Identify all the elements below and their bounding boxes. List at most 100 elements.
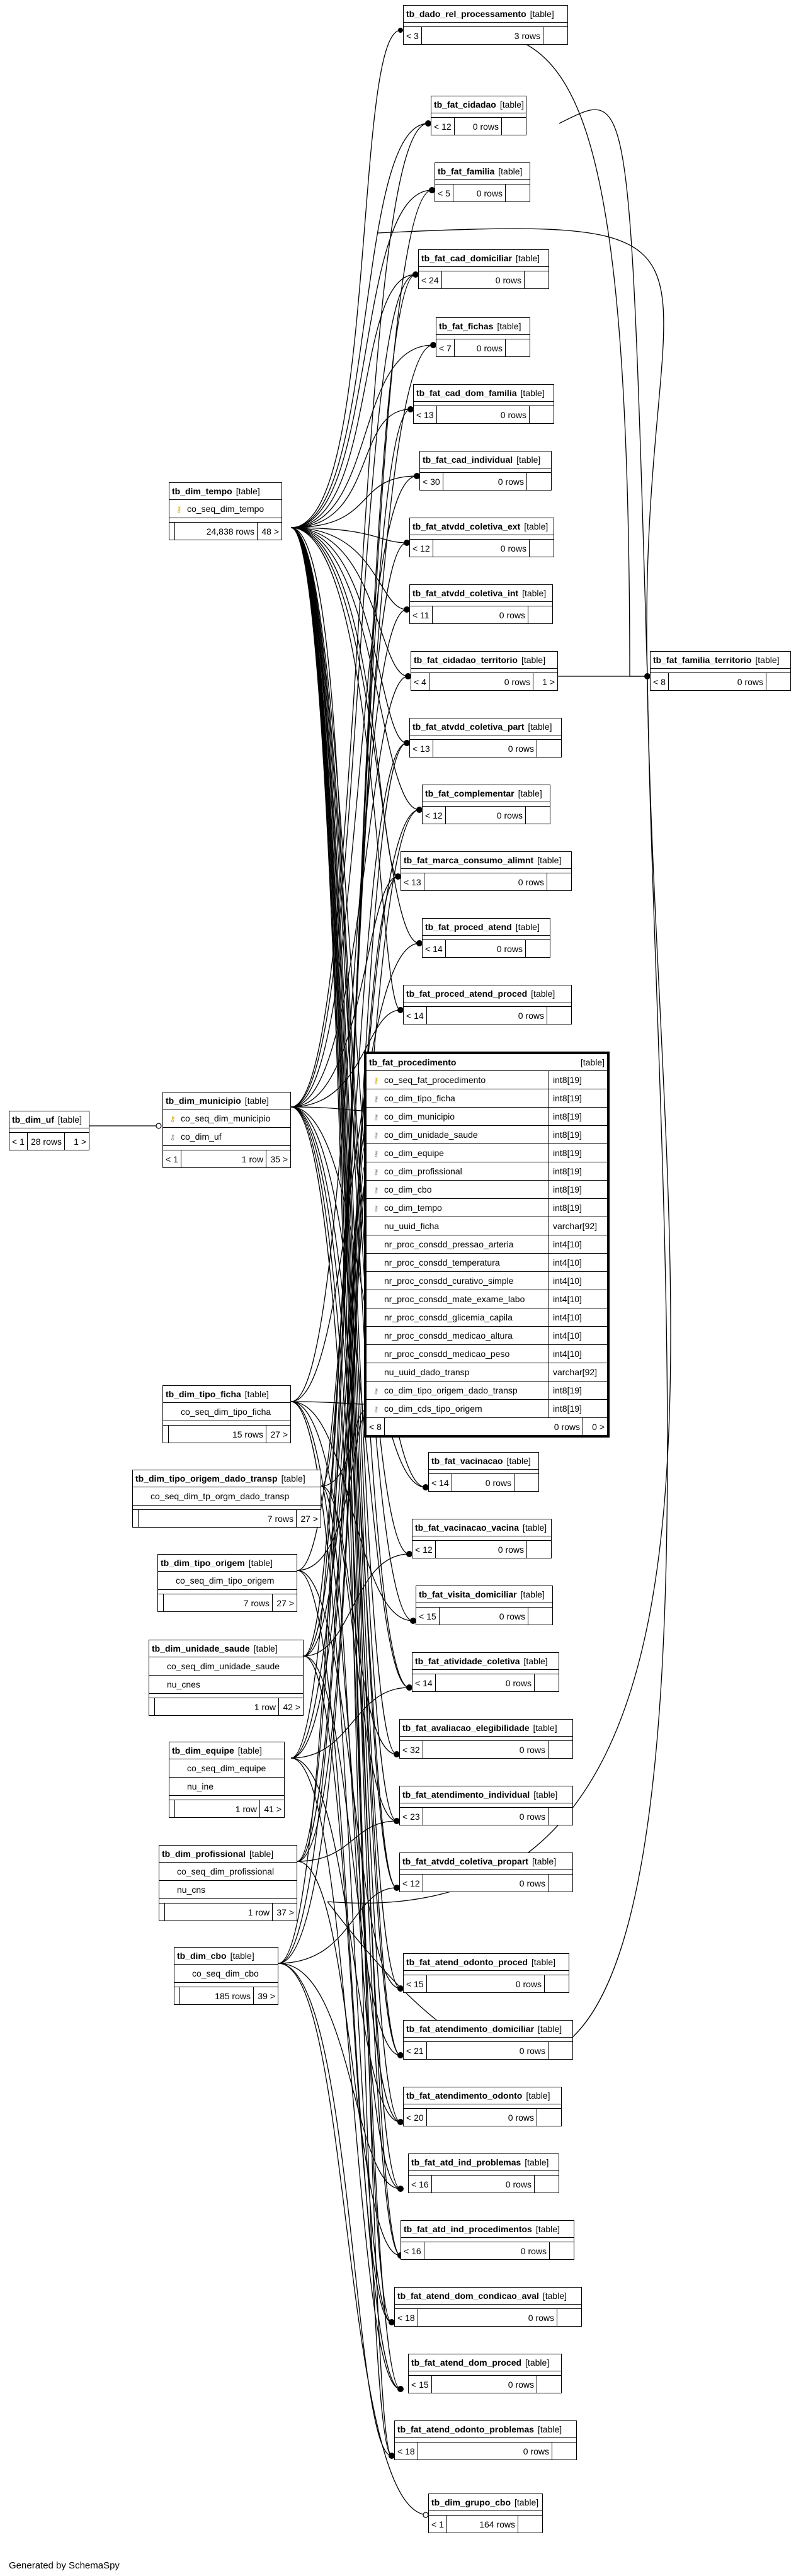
table-tb-dim-municipio[interactable]: tb_dim_municipio[table] ⚷co_seq_dim_muni…: [162, 1092, 291, 1168]
children-count: < 1: [429, 2516, 447, 2533]
table-tb-fat-atend-dom-condicao-aval[interactable]: tb_fat_atend_dom_condicao_aval[table] < …: [394, 2287, 582, 2327]
relationship-line: [290, 409, 411, 528]
table-kind: [table]: [518, 788, 542, 798]
relationship-line: [303, 1553, 410, 1657]
table-tb-dim-tipo-ficha[interactable]: tb_dim_tipo_ficha[table] co_seq_dim_tipo…: [162, 1385, 291, 1443]
column-type: int8[19]: [549, 1400, 607, 1417]
children-count: < 14: [412, 1674, 436, 1691]
children-count: < 7: [436, 339, 455, 356]
foreign-key-icon: ⚷: [169, 1132, 176, 1142]
parents-count: 41 >: [264, 1803, 281, 1814]
table-tb-dim-profissional[interactable]: tb_dim_profissional[table] co_seq_dim_pr…: [159, 1845, 297, 1921]
table-tb-fat-atendimento-domiciliar[interactable]: tb_fat_atendimento_domiciliar[table] < 2…: [403, 2020, 573, 2060]
table-tb-fat-atend-odonto-problemas[interactable]: tb_fat_atend_odonto_problemas[table] < 1…: [394, 2420, 577, 2460]
relationship-line: [290, 1009, 401, 1108]
table-tb-fat-atendimento-individual[interactable]: tb_fat_atendimento_individual[table] < 2…: [399, 1786, 573, 1825]
table-tb-fat-procedimento[interactable]: tb_fat_procedimento[table] ⚷co_seq_fat_p…: [364, 1052, 610, 1438]
table-tb-dim-cbo[interactable]: tb_dim_cbo[table] co_seq_dim_cbo 185 row…: [174, 1947, 278, 2005]
column-type: int4[10]: [549, 1345, 607, 1363]
relationship-end-marker: [423, 1484, 429, 1490]
table-kind: [table]: [248, 1558, 273, 1568]
relationship-end-marker: [429, 187, 435, 193]
table-kind: [table]: [515, 922, 540, 932]
column-type: int4[10]: [549, 1254, 607, 1271]
table-name: tb_fat_atendimento_domiciliar: [406, 2024, 535, 2034]
row-count: 1 row: [175, 1800, 260, 1817]
relationship-line: [278, 274, 416, 1964]
relationship-line: [290, 527, 407, 543]
column-row: ⚷co_seq_dim_municipio: [163, 1109, 290, 1128]
table-name: tb_dim_grupo_cbo: [431, 2497, 511, 2507]
column-row: co_seq_dim_unidade_saude: [149, 1657, 303, 1676]
children-count: < 3: [404, 27, 422, 44]
table-name: tb_fat_atd_ind_procedimentos: [404, 2224, 532, 2234]
parents-count: [549, 2042, 572, 2059]
table-tb-dim-tipo-origem[interactable]: tb_dim_tipo_origem[table] co_seq_dim_tip…: [157, 1554, 297, 1612]
parents-count: [552, 2443, 576, 2460]
column-row: co_seq_dim_tipo_ficha: [163, 1403, 290, 1421]
children-count: < 18: [395, 2309, 418, 2326]
relationship-line: [290, 123, 429, 528]
relationship-end-marker: [404, 540, 410, 546]
relationship-end-marker: [394, 1751, 400, 1757]
table-kind: [table]: [530, 9, 554, 19]
parents-count: [549, 1875, 572, 1892]
column-row: co_seq_dim_tipo_origem: [158, 1572, 297, 1590]
relationship-line: [297, 1570, 401, 2390]
table-kind: [table]: [520, 388, 545, 398]
parents-count: [547, 1007, 571, 1024]
table-tb-fat-avaliacao-elegibilidade[interactable]: tb_fat_avaliacao_elegibilidade[table] < …: [399, 1719, 573, 1759]
table-tb-dim-unidade-saude[interactable]: tb_dim_unidade_saude[table] co_seq_dim_u…: [149, 1640, 304, 1716]
children-count: < 4: [411, 673, 429, 690]
relationship-end-marker: [397, 1985, 404, 1992]
row-count: 0 rows: [385, 1418, 583, 1435]
table-tb-dim-tipo-origem-dado-transp[interactable]: tb_dim_tipo_origem_dado_transp[table] co…: [132, 1470, 321, 1528]
parents-count: [766, 673, 790, 690]
column-type: int4[10]: [549, 1290, 607, 1308]
parents-count: [543, 27, 567, 44]
parents-count: [535, 2176, 559, 2193]
table-tb-fat-atvdd-coletiva-propart[interactable]: tb_fat_atvdd_coletiva_propart[table] < 1…: [399, 1853, 573, 1892]
relationship-end-marker: [405, 673, 411, 679]
column-row: ⚷co_dim_uf: [163, 1128, 290, 1146]
column-name: nu_uuid_ficha: [384, 1221, 440, 1231]
relationship-line: [290, 1106, 426, 1488]
table-tb-dim-tempo[interactable]: tb_dim_tempo[table] ⚷co_seq_dim_tempo 24…: [169, 482, 282, 540]
table-tb-dim-equipe[interactable]: tb_dim_equipe[table] co_seq_dim_equipe n…: [169, 1742, 285, 1818]
row-count: 1 row: [181, 1150, 266, 1167]
children-count: < 11: [410, 606, 433, 623]
row-count: 0 rows: [427, 1975, 545, 1992]
table-tb-fat-atd-ind-procedimentos[interactable]: tb_fat_atd_ind_procedimentos[table] < 16…: [401, 2220, 574, 2260]
relationship-line: [290, 1401, 392, 2323]
relationship-line: [290, 527, 420, 944]
